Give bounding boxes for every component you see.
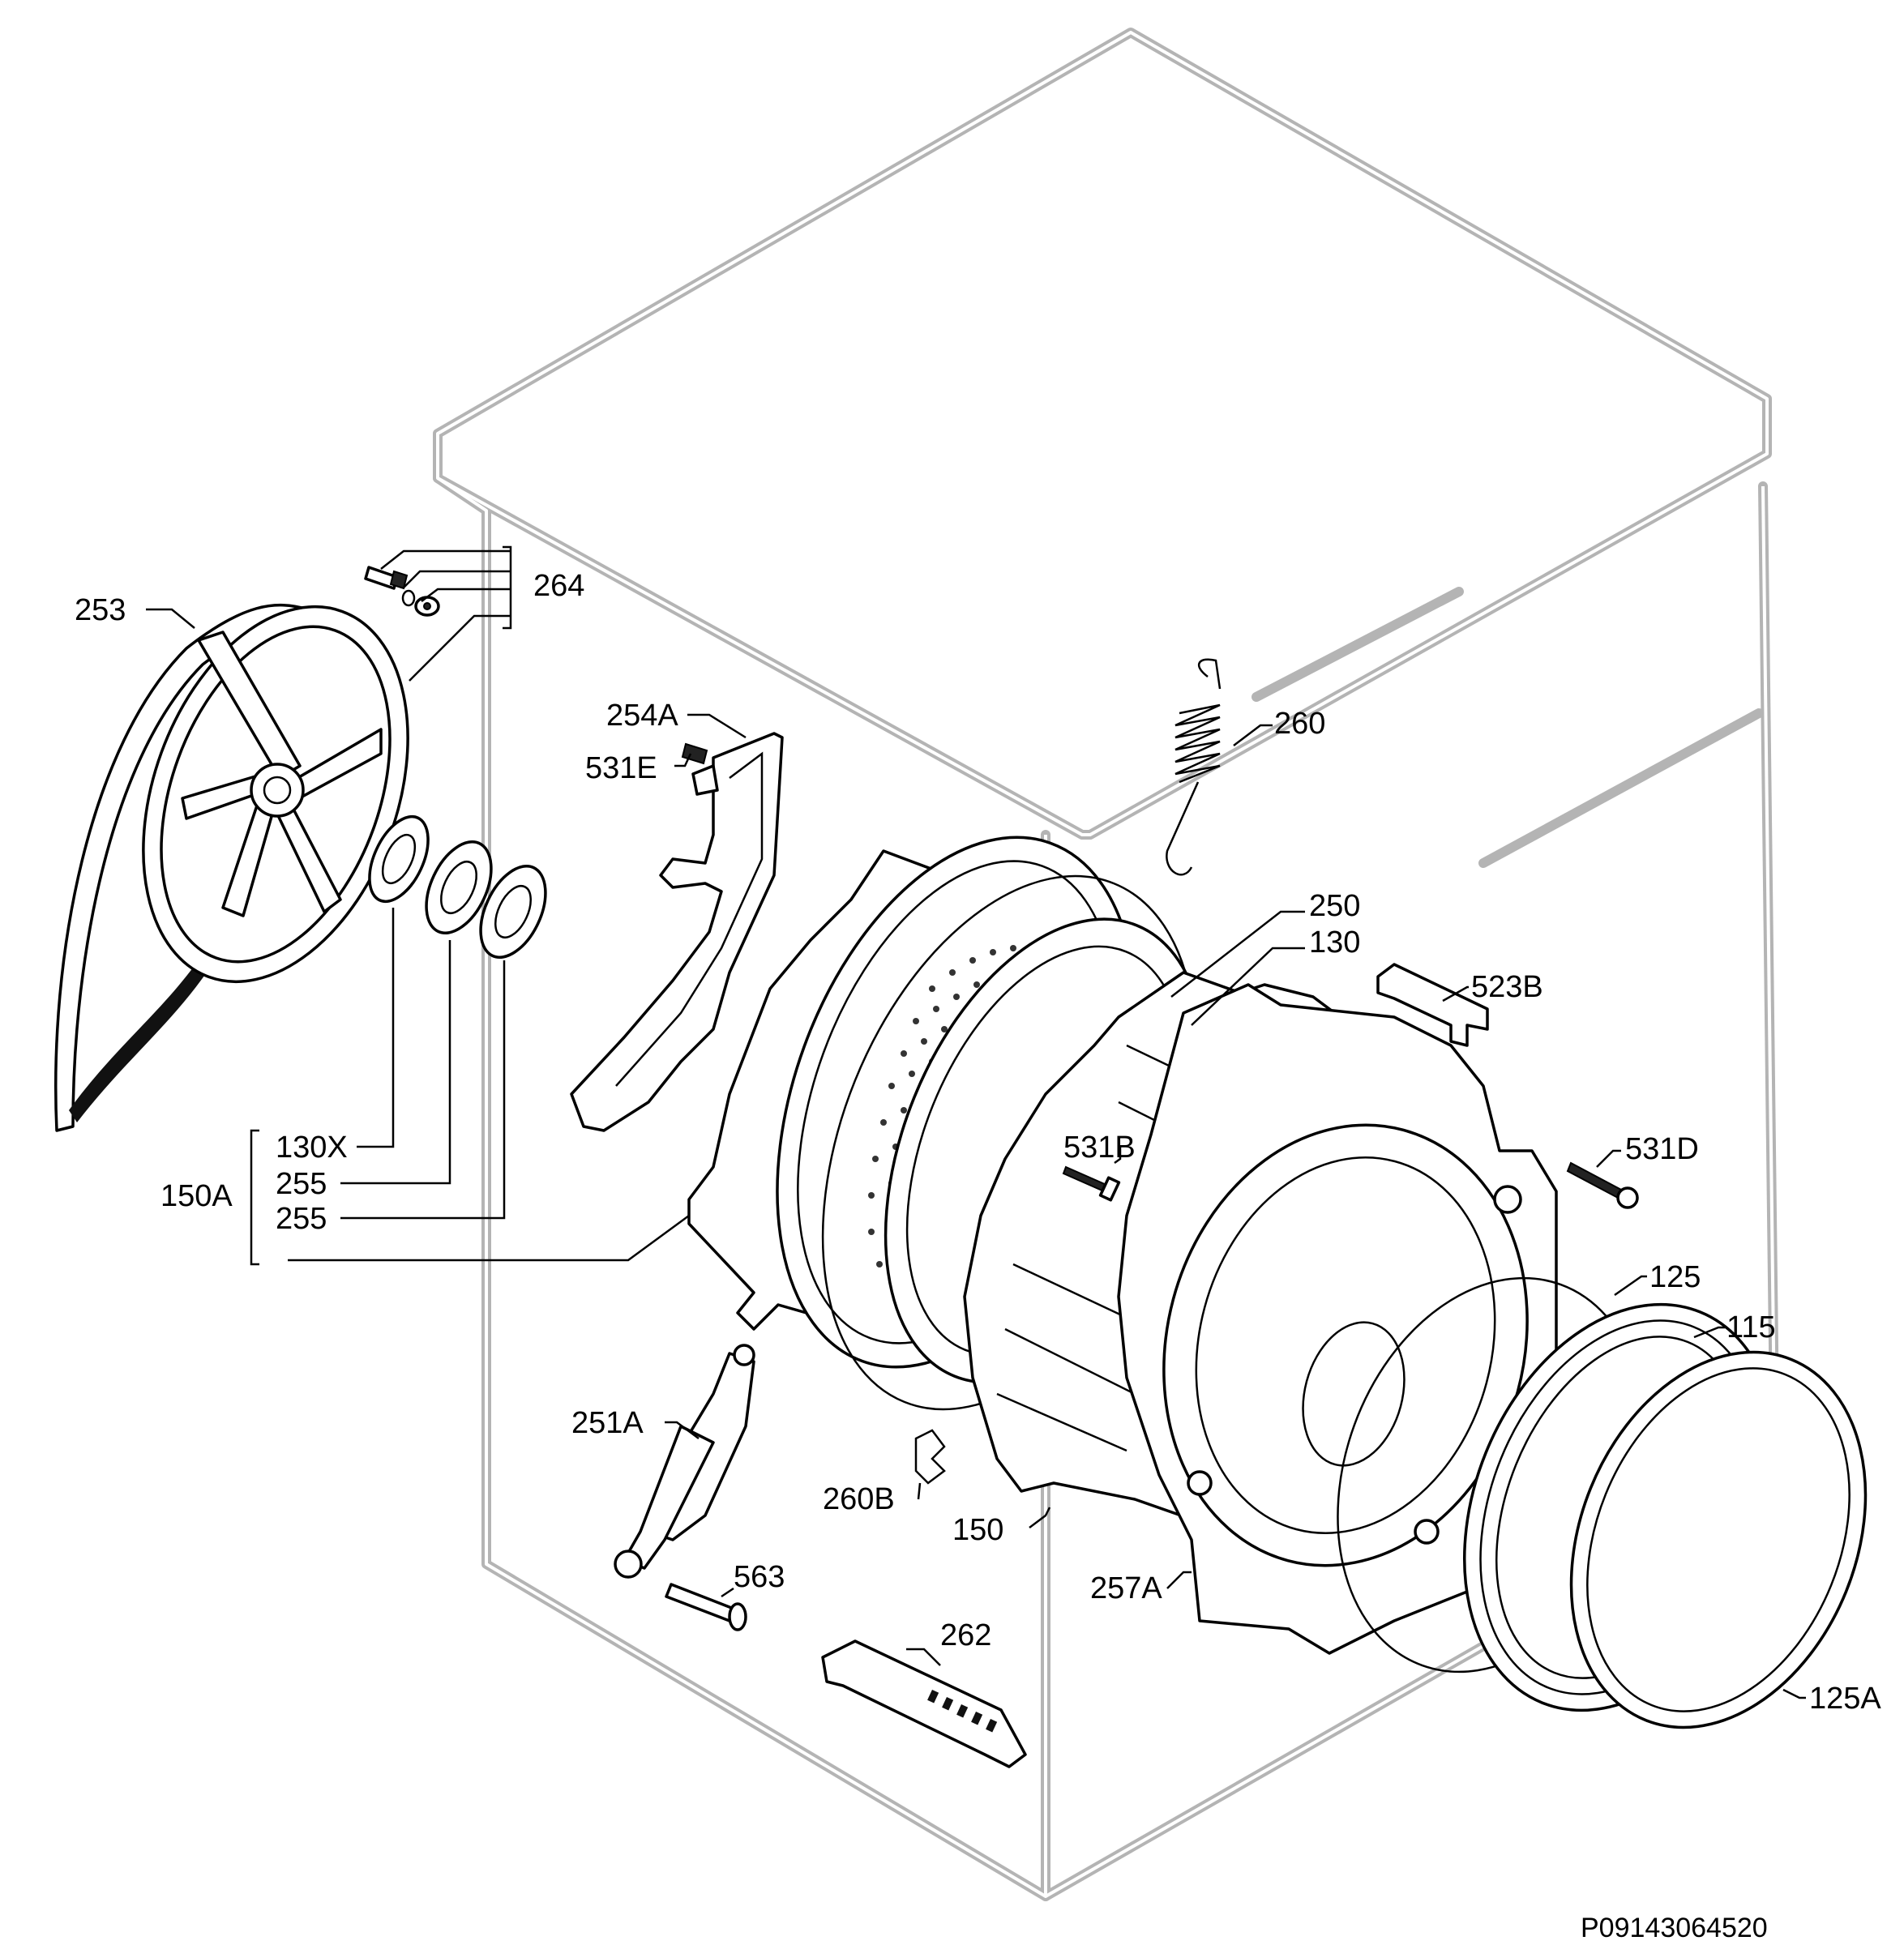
label-130: 130 bbox=[1309, 925, 1360, 960]
label-531E: 531E bbox=[585, 751, 657, 785]
label-115: 115 bbox=[1726, 1310, 1776, 1344]
leader-lines bbox=[146, 545, 1806, 1699]
spring-clip bbox=[914, 1429, 946, 1485]
label-250: 250 bbox=[1309, 889, 1360, 923]
outer-clamp-ring bbox=[1569, 1350, 1868, 1729]
suspension-spring bbox=[1166, 658, 1222, 876]
shock-absorber bbox=[614, 1344, 755, 1579]
fixing-kit-parts bbox=[364, 566, 440, 617]
label-253: 253 bbox=[75, 593, 126, 627]
screw-531d bbox=[1566, 1161, 1639, 1209]
label-563: 563 bbox=[734, 1560, 785, 1594]
label-130X: 130X bbox=[276, 1131, 348, 1165]
label-150: 150 bbox=[952, 1513, 1003, 1547]
bearings-and-seal bbox=[368, 814, 547, 959]
label-251A: 251A bbox=[571, 1406, 644, 1440]
label-255-b: 255 bbox=[276, 1202, 327, 1236]
spider-screw bbox=[681, 742, 708, 765]
pulley-wheel bbox=[142, 605, 409, 984]
label-125A: 125A bbox=[1809, 1682, 1881, 1716]
label-150A: 150A bbox=[160, 1179, 233, 1213]
label-262: 262 bbox=[940, 1618, 991, 1652]
screw-531b bbox=[1062, 1165, 1121, 1202]
label-257A: 257A bbox=[1090, 1571, 1162, 1605]
front-tub bbox=[1117, 983, 1558, 1655]
label-531B: 531B bbox=[1063, 1131, 1136, 1165]
label-523B: 523B bbox=[1471, 970, 1543, 1004]
shock-pin bbox=[665, 1583, 747, 1631]
label-260: 260 bbox=[1274, 707, 1325, 741]
label-531D: 531D bbox=[1625, 1132, 1699, 1166]
label-260B: 260B bbox=[823, 1482, 895, 1516]
drum-paddle bbox=[821, 1639, 1027, 1768]
label-264: 264 bbox=[533, 569, 584, 603]
label-254A: 254A bbox=[606, 699, 678, 733]
label-255-a: 255 bbox=[276, 1167, 327, 1201]
callout-labels: 253 264 254A 531E 260 250 130 523B 130X … bbox=[75, 569, 1881, 1716]
drawing-code: P09143064520 bbox=[1581, 1913, 1768, 1943]
drum-spider bbox=[570, 732, 784, 1132]
label-125: 125 bbox=[1649, 1260, 1701, 1294]
